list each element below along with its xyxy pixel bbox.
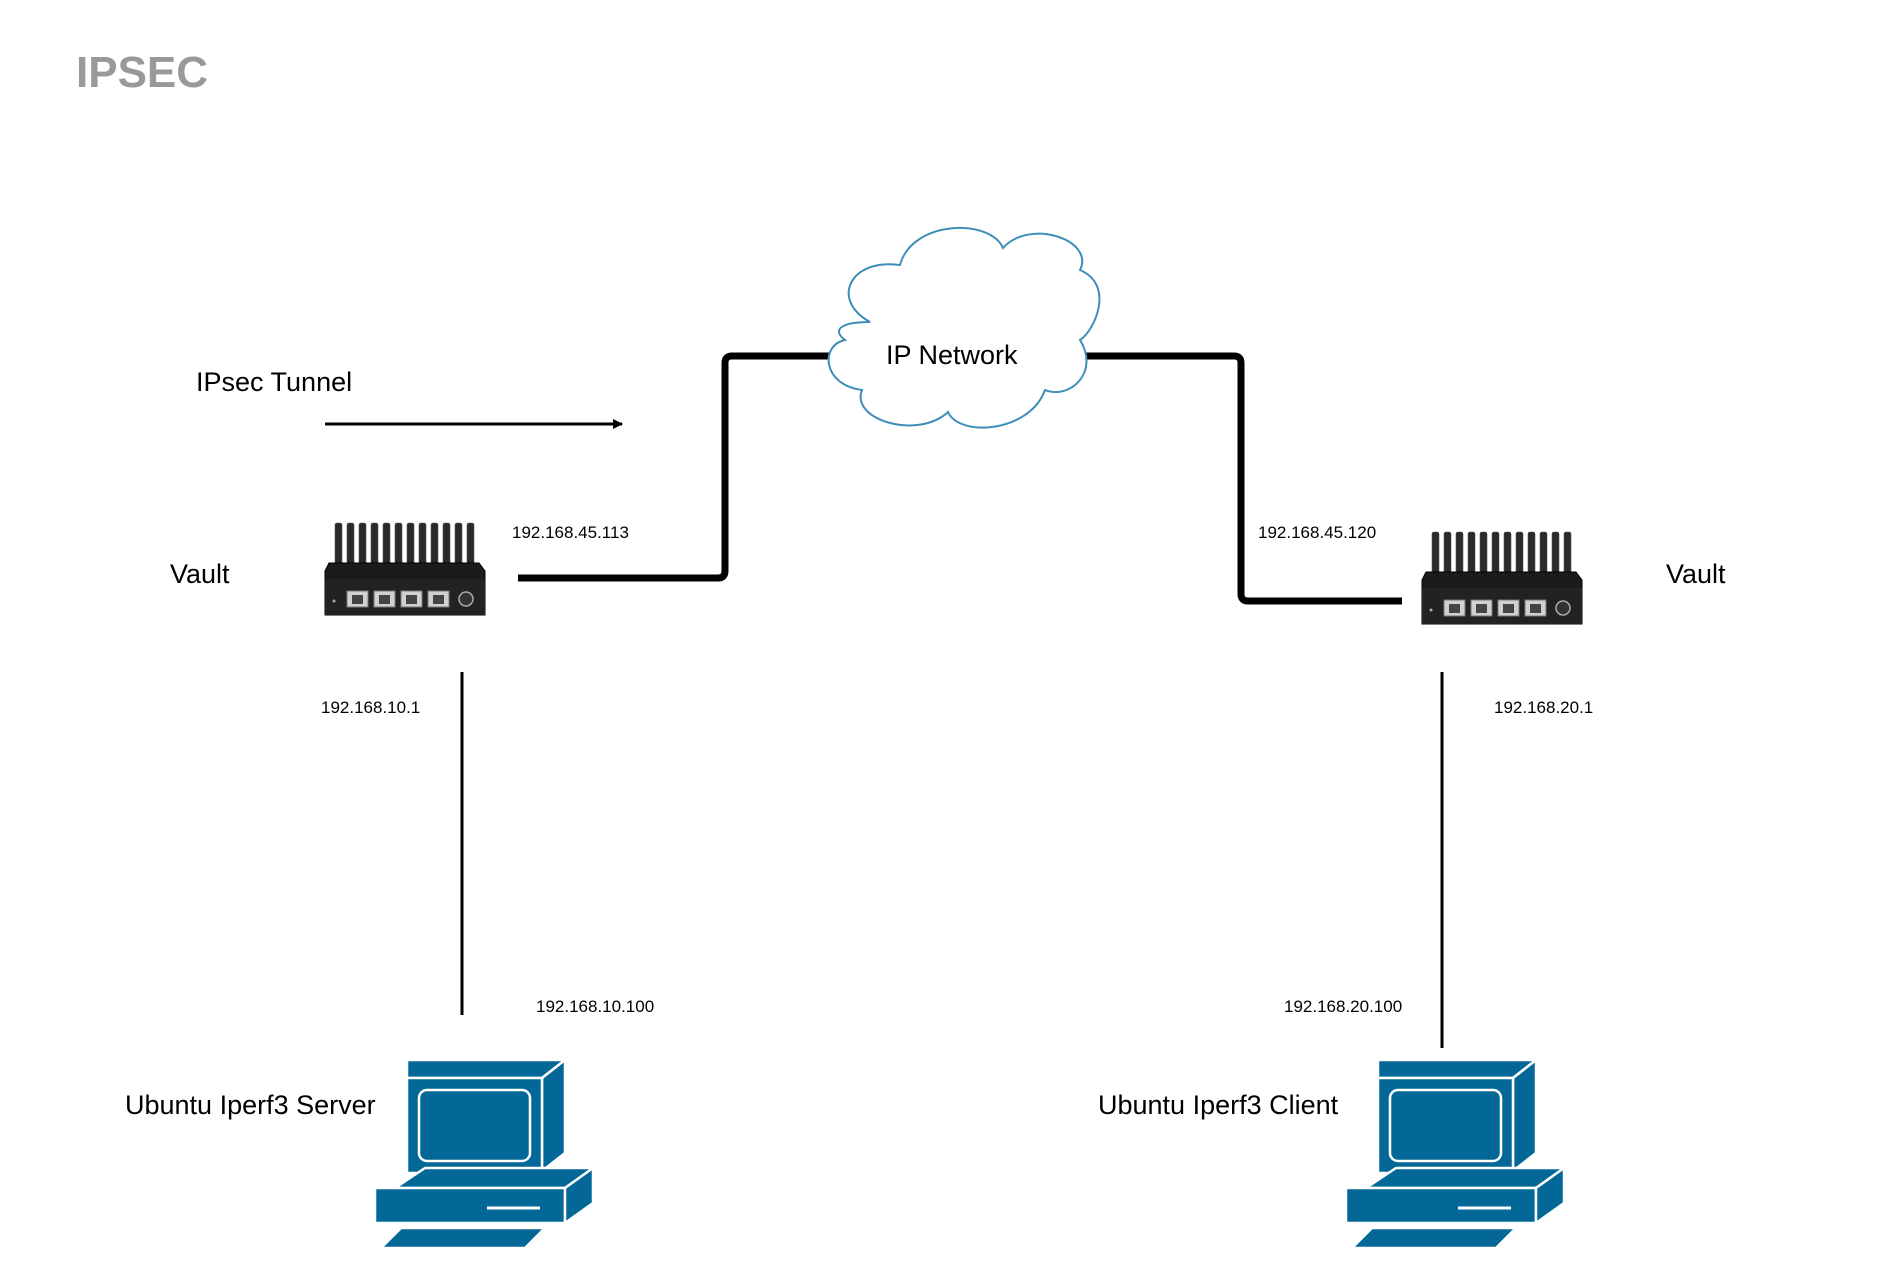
- right-wan-ip: 192.168.45.120: [1258, 523, 1377, 542]
- desktop-computer-icon: [373, 1058, 595, 1250]
- network-links: [460, 352, 1444, 1048]
- tunnel-label: IPsec Tunnel: [196, 367, 353, 397]
- mini-pc-router-icon: [1421, 531, 1583, 625]
- left-host-ip: 192.168.10.100: [536, 997, 655, 1016]
- left-host-label: Ubuntu Iperf3 Server: [125, 1090, 376, 1120]
- cloud-label: IP Network: [886, 340, 1018, 370]
- desktop-computer-icon: [1344, 1058, 1566, 1250]
- right-host-ip: 192.168.20.100: [1284, 997, 1403, 1016]
- left-lan-ip: 192.168.10.1: [321, 698, 421, 717]
- link-right-wan: [1060, 352, 1402, 605]
- computer-right: [1344, 1058, 1566, 1250]
- left-wan-ip: 192.168.45.113: [512, 523, 629, 542]
- right-host-label: Ubuntu Iperf3 Client: [1098, 1090, 1339, 1120]
- cloud-icon: [827, 226, 1101, 429]
- router-right-label: Vault: [1666, 559, 1726, 589]
- diagram-title: IPSEC: [76, 48, 209, 97]
- right-lan-ip: 192.168.20.1: [1494, 698, 1594, 717]
- mini-pc-router-icon: [324, 522, 486, 616]
- computer-left: [373, 1058, 595, 1250]
- link-left-wan: [518, 352, 840, 582]
- router-right: [1421, 531, 1583, 625]
- router-left-label: Vault: [170, 559, 230, 589]
- router-left: [324, 522, 486, 616]
